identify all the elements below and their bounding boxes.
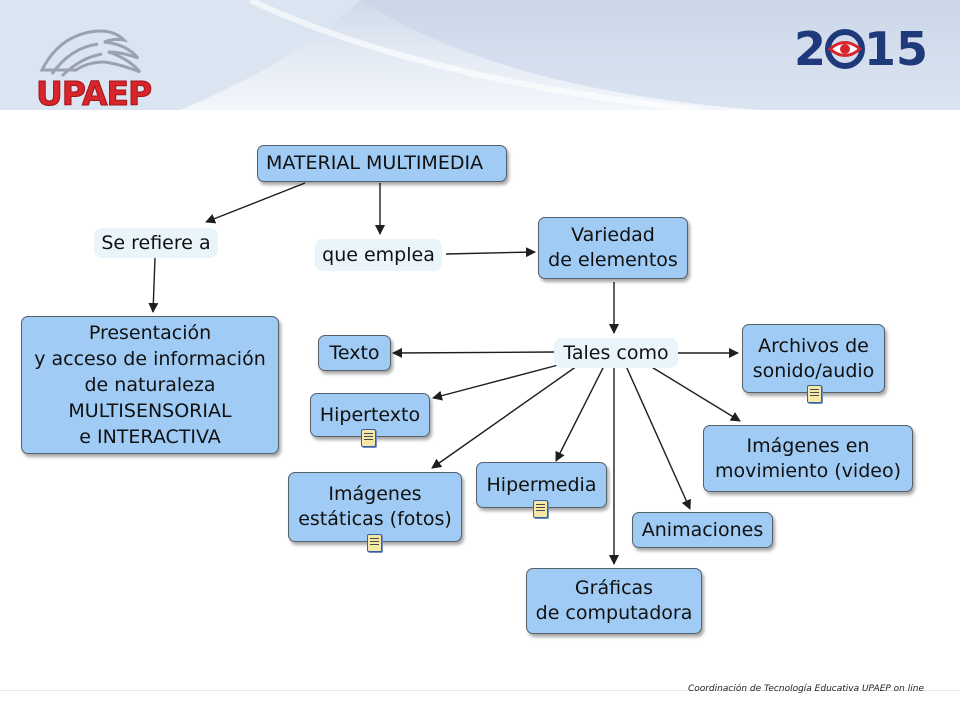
concept-graficas: Gráficas de computadora bbox=[526, 568, 702, 634]
arrow-tales-to-hipertexto bbox=[432, 363, 563, 401]
concept-texto: Texto bbox=[318, 335, 391, 371]
eye-icon bbox=[825, 29, 865, 69]
upaep-wordmark: UPAEP bbox=[35, 74, 152, 111]
arrow-tales-to-video bbox=[649, 365, 741, 422]
arrow-tales-to-texto bbox=[392, 347, 555, 358]
link-que-emplea-label: que emplea bbox=[322, 244, 435, 266]
header-swoosh-graphic bbox=[0, 0, 960, 110]
concept-imagenes-estaticas: Imágenes estáticas (fotos) bbox=[288, 472, 462, 552]
concept-variedad-elementos-label: Variedad de elementos bbox=[548, 224, 678, 271]
arrow-emplea-to-variety bbox=[445, 247, 536, 258]
concept-imagenes-movimiento: Imágenes en movimiento (video) bbox=[703, 425, 913, 492]
arrow-tales-to-animaciones bbox=[625, 365, 691, 510]
concept-archivos-audio: Archivos de sonido/audio bbox=[742, 324, 885, 403]
document-icon[interactable] bbox=[361, 429, 376, 447]
concept-material-multimedia: MATERIAL MULTIMEDIA bbox=[257, 145, 507, 182]
arrow-refiere-to-definition bbox=[148, 257, 159, 313]
concept-texto-label: Texto bbox=[329, 341, 380, 364]
link-que-emplea: que emplea bbox=[315, 239, 442, 271]
arrow-tales-to-estaticas bbox=[431, 365, 578, 469]
concept-imagenes-estaticas-label: Imágenes estáticas (fotos) bbox=[298, 483, 452, 530]
year-digit-2: 2 bbox=[794, 22, 827, 76]
arrow-root-to-refiere bbox=[205, 182, 306, 224]
link-se-refiere-a-label: Se refiere a bbox=[101, 232, 211, 254]
document-icon[interactable] bbox=[533, 500, 548, 518]
concept-variedad-elementos: Variedad de elementos bbox=[538, 217, 688, 279]
footer-divider bbox=[0, 690, 960, 691]
document-icon[interactable] bbox=[367, 534, 382, 552]
upaep-logo: UPAEP bbox=[28, 18, 168, 111]
concept-hipertexto: Hipertexto bbox=[310, 393, 430, 447]
link-tales-como: Tales como bbox=[554, 338, 678, 368]
concept-animaciones-label: Animaciones bbox=[641, 518, 764, 541]
concept-hipermedia-label: Hipermedia bbox=[486, 473, 597, 496]
concept-graficas-label: Gráficas de computadora bbox=[535, 577, 693, 624]
concept-presentacion: Presentación y acceso de información de … bbox=[21, 316, 279, 454]
link-se-refiere-a: Se refiere a bbox=[94, 228, 218, 258]
link-tales-como-label: Tales como bbox=[563, 342, 669, 364]
concept-archivos-audio-label: Archivos de sonido/audio bbox=[752, 334, 875, 382]
year-digits-15: 15 bbox=[864, 22, 929, 76]
concept-hipermedia: Hipermedia bbox=[476, 462, 607, 518]
document-icon[interactable] bbox=[807, 385, 822, 403]
footer-credit: Coordinación de Tecnología Educativa UPA… bbox=[687, 684, 924, 694]
concept-presentacion-label: Presentación y acceso de información de … bbox=[34, 322, 266, 448]
concept-imagenes-movimiento-label: Imágenes en movimiento (video) bbox=[714, 434, 901, 482]
header-banner: UPAEP 2 15 bbox=[0, 0, 960, 110]
arrow-tales-to-hipermedia bbox=[555, 365, 605, 462]
year-2015-logo: 2 15 bbox=[794, 22, 928, 78]
concept-hipertexto-label: Hipertexto bbox=[319, 403, 421, 426]
concept-material-multimedia-label: MATERIAL MULTIMEDIA bbox=[266, 152, 484, 174]
concept-animaciones: Animaciones bbox=[632, 512, 773, 548]
eagle-emblem-icon bbox=[39, 29, 142, 78]
